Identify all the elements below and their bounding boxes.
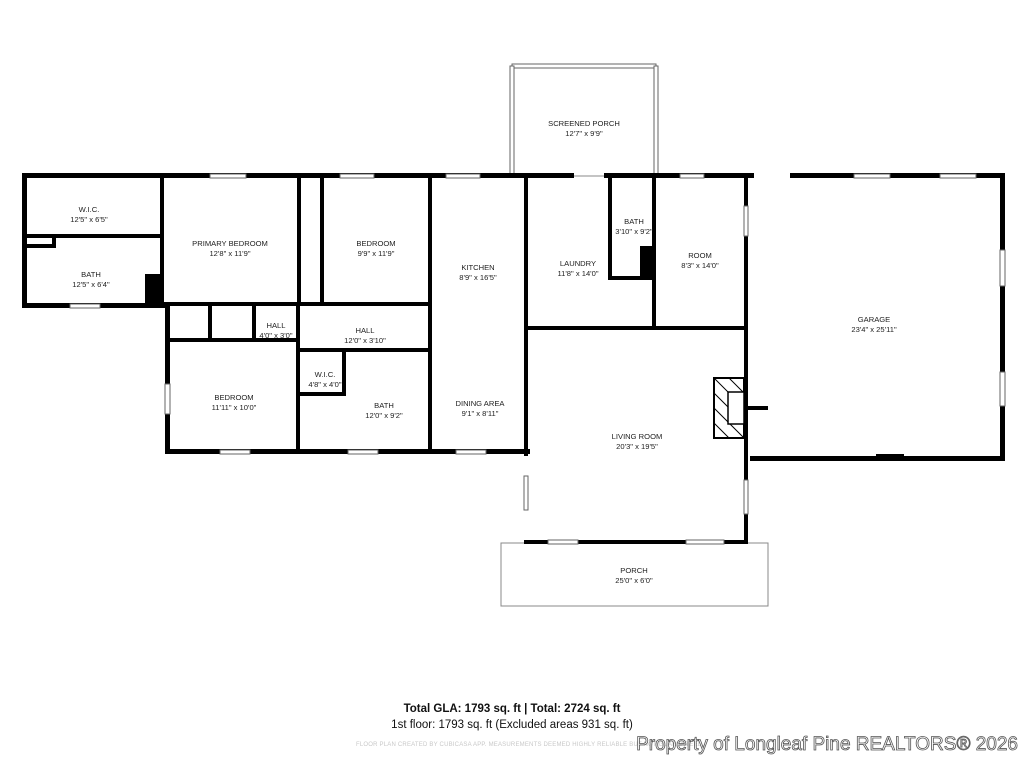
room-dims-primary-bedroom: 12'8" x 11'9" [209,249,250,258]
room-name-screened-porch: SCREENED PORCH [548,119,620,128]
room-name-room: ROOM [688,251,712,260]
total-area-summary: Total GLA: 1793 sq. ft | Total: 2724 sq.… [403,703,621,715]
room-name-wic-2: W.I.C. [315,370,336,379]
room-labels: W.I.C. 12'5" x 6'5" BATH 12'5" x 6'4" PR… [70,119,897,585]
floor-area-summary: 1st floor: 1793 sq. ft (Excluded areas 9… [391,719,633,731]
walls [22,173,1005,544]
fireplace-icon [713,377,745,439]
room-name-hall-1: HALL [267,321,286,330]
room-dims-dining-area: 9'1" x 8'11" [462,409,499,418]
room-dims-garage: 23'4" x 25'11" [851,325,897,334]
room-name-bedroom-1: BEDROOM [356,239,395,248]
room-name-wic-1: W.I.C. [79,205,100,214]
room-name-primary-bedroom: PRIMARY BEDROOM [192,239,268,248]
room-dims-bath-3: 12'0" x 9'2" [365,411,403,420]
room-dims-wic-2: 4'8" x 4'0" [308,380,342,389]
room-name-living-room: LIVING ROOM [612,432,663,441]
room-dims-hall-2: 12'0" x 3'10" [344,336,386,345]
floor-plan-credit: FLOOR PLAN CREATED BY CUBICASA APP. MEAS… [356,742,705,748]
room-dims-screened-porch: 12'7" x 9'9" [565,129,603,138]
room-dims-bedroom-2: 11'11" x 10'0" [212,403,257,412]
room-dims-bedroom-1: 9'9" x 11'9" [358,249,395,258]
room-dims-bath-1: 12'5" x 6'4" [72,280,110,289]
room-name-kitchen: KITCHEN [461,263,494,272]
room-name-dining-area: DINING AREA [456,399,506,408]
room-name-bath-1: BATH [81,270,101,279]
room-dims-kitchen: 8'9" x 16'5" [459,273,497,282]
room-name-garage: GARAGE [858,315,891,324]
room-name-bath-2: BATH [624,217,644,226]
room-dims-hall-1: 4'0" x 3'0" [259,331,293,340]
room-name-porch: PORCH [620,566,647,575]
room-dims-laundry: 11'8" x 14'0" [557,269,598,278]
windows [69,173,1006,545]
room-name-hall-2: HALL [356,326,375,335]
room-dims-wic-1: 12'5" x 6'5" [70,215,108,224]
room-dims-porch: 25'0" x 6'0" [615,576,653,585]
room-name-laundry: LAUNDRY [560,259,596,268]
room-dims-room: 8'3" x 14'0" [681,261,719,270]
room-dims-bath-2: 3'10" x 9'2" [615,227,653,236]
room-name-bath-3: BATH [374,401,394,410]
room-name-bedroom-2: BEDROOM [214,393,253,402]
watermark: Property of Longleaf Pine REALTORS® 2026 [636,734,1019,756]
room-dims-living-room: 20'3" x 19'5" [616,442,658,451]
